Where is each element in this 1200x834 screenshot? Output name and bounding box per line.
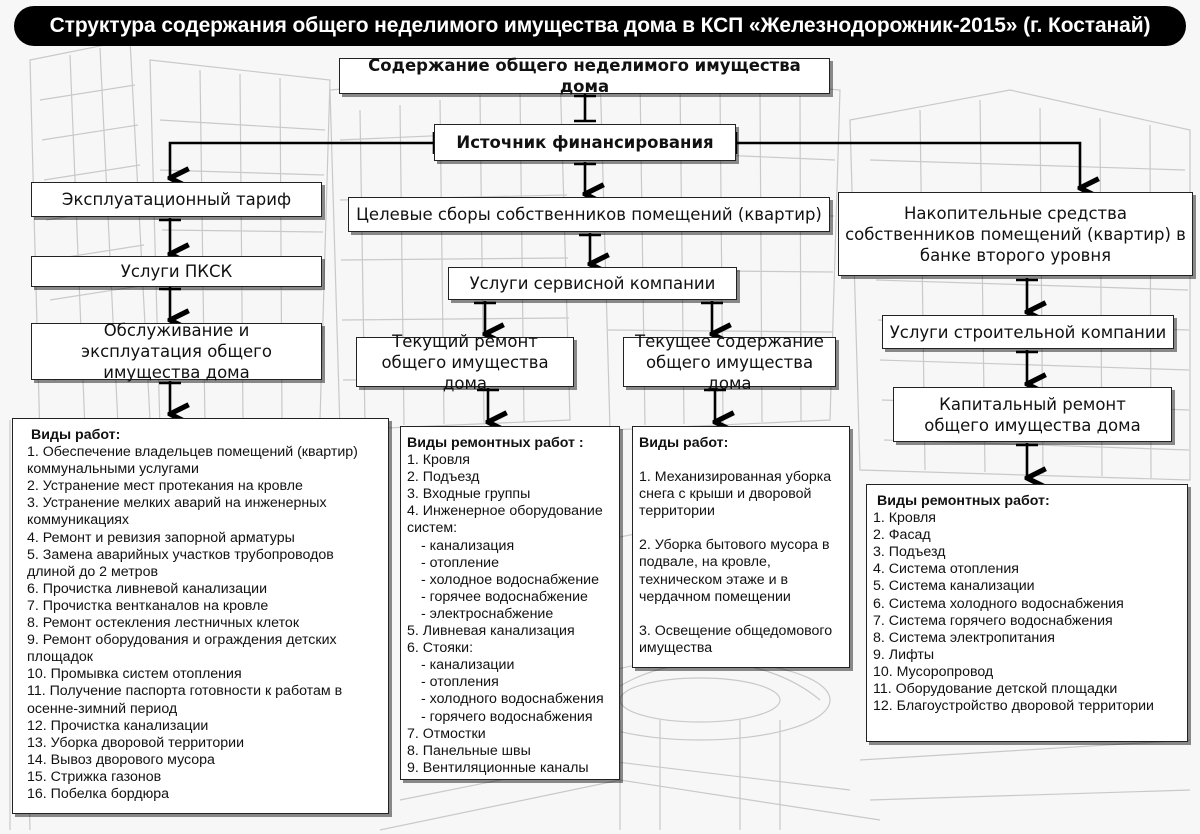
- list-item: 5. Замена аварийных участков трубопровод…: [27, 546, 334, 580]
- list-item: 1. Кровля: [407, 452, 470, 469]
- list-item: 9. Лифты: [873, 646, 935, 663]
- list-item: 6. Система холодного водоснабжения: [873, 595, 1124, 612]
- list-item: 13. Уборка дворовой территории: [27, 734, 244, 751]
- list-title: Виды работ:: [639, 435, 729, 451]
- node-maintenance: Обслуживание и эксплуатация общего имуще…: [31, 321, 322, 382]
- list-item: - электроснабжение: [421, 605, 554, 622]
- node-current-upkeep: Текущее содержание общего имущества дома: [623, 332, 836, 393]
- list-item: - горячего водоснабжения: [421, 708, 593, 725]
- list-item: 7. Отмостки: [407, 725, 486, 742]
- list-item: - холодного водоснабжения: [421, 691, 604, 708]
- list-item: 4. Инженерное оборудование систем:: [407, 503, 603, 537]
- list-item: 3. Освещение общедомового имущества: [639, 622, 833, 656]
- list-item: - холодное водоснабжение: [421, 571, 599, 588]
- list-item: 9. Вентиляционные каналы: [407, 759, 589, 776]
- list-item: 7. Прочистка вентканалов на кровле: [27, 597, 269, 614]
- list-item: 11. Получение паспорта готовности к рабо…: [27, 683, 343, 717]
- list-item: 3. Устранение мелких аварий на инженерны…: [27, 495, 327, 529]
- list-item: 6. Стояки:: [407, 640, 474, 657]
- list-item: 5. Система канализации: [873, 578, 1035, 595]
- list-item: 1. Обеспечение владельцев помещений (ква…: [27, 444, 358, 478]
- node-current-repair: Текущий ремонт общего имущества дома: [356, 332, 574, 393]
- list-item: - горячее водоснабжение: [421, 588, 588, 605]
- list-item: - канализация: [421, 537, 515, 554]
- node-targeted: Целевые сборы собственников помещений (к…: [348, 197, 830, 232]
- list-item: 12. Прочистка канализации: [27, 717, 209, 734]
- list-item: 3. Подъезд: [873, 544, 946, 561]
- list-item: 2. Уборка бытового мусора в подвале, на …: [639, 537, 830, 605]
- link-funding-savings: [736, 141, 1080, 188]
- list-item: 1. Кровля: [873, 510, 936, 527]
- list-title: Виды ремонтных работ:: [877, 493, 1050, 509]
- list-item: - отопление: [421, 554, 499, 571]
- list-item: 5. Ливневая канализация: [407, 623, 575, 640]
- list-item: 10. Промывка систем отопления: [27, 666, 242, 683]
- list-item: 4. Ремонт и ревизия запорной арматуры: [27, 529, 295, 546]
- diagram-title: Структура содержания общего неделимого и…: [14, 6, 1186, 46]
- list-item: 6. Прочистка ливневой канализации: [27, 580, 268, 597]
- list-item: 2. Устранение мест протекания на кровле: [27, 478, 303, 495]
- node-root: Содержание общего неделимого имущества д…: [339, 56, 830, 96]
- list-current-repair-works: Виды ремонтных работ : 1. Кровля 2. Подъ…: [400, 426, 620, 780]
- list-upkeep-works: Виды работ: 1. Механизированная уборка с…: [632, 426, 850, 668]
- node-tariff: Эксплуатационный тариф: [31, 182, 322, 217]
- list-item: 12. Благоустройство дворовой территории: [873, 698, 1154, 715]
- node-funding: Источник финансирования: [434, 124, 736, 161]
- list-item: 3. Входные группы: [407, 486, 531, 503]
- list-item: - канализации: [421, 657, 515, 674]
- list-item: 4. Система отопления: [873, 561, 1019, 578]
- link-funding-tariff: [170, 141, 434, 178]
- list-title: Виды работ:: [31, 427, 121, 443]
- list-item: - отопления: [421, 674, 499, 691]
- list-item: 2. Подъезд: [407, 469, 480, 486]
- list-item: 1. Механизированная уборка снега с крыши…: [639, 469, 832, 520]
- list-item: 2. Фасад: [873, 527, 931, 544]
- list-capital-repair-works: Виды ремонтных работ: 1. Кровля 2. Фасад…: [866, 484, 1188, 742]
- list-item: 7. Система горячего водоснабжения: [873, 612, 1113, 629]
- node-capital-repair: Капитальный ремонт общего имущества дома: [893, 387, 1172, 442]
- list-item: 8. Панельные швы: [407, 742, 531, 759]
- node-service-company: Услуги сервисной компании: [448, 267, 737, 300]
- list-maintenance-works: Виды работ: 1. Обеспечение владельцев по…: [12, 418, 389, 814]
- node-construction-company: Услуги строительной компании: [882, 315, 1174, 349]
- node-pksk: Услуги ПКСК: [31, 256, 322, 287]
- list-item: 8. Система электропитания: [873, 629, 1055, 646]
- list-item: 8. Ремонт остекления лестничных клеток: [27, 615, 300, 632]
- list-item: 15. Стрижка газонов: [27, 768, 162, 785]
- list-item: 16. Побелка бордюра: [27, 785, 170, 802]
- list-item: 10. Мусоропровод: [873, 663, 994, 680]
- list-item: 11. Оборудование детской площадки: [873, 681, 1118, 698]
- node-savings: Накопительные средства собственников пом…: [838, 192, 1193, 276]
- list-title: Виды ремонтных работ :: [407, 435, 584, 451]
- list-item: 9. Ремонт оборудования и ограждения детс…: [27, 632, 337, 666]
- list-item: 14. Вывоз дворового мусора: [27, 751, 215, 768]
